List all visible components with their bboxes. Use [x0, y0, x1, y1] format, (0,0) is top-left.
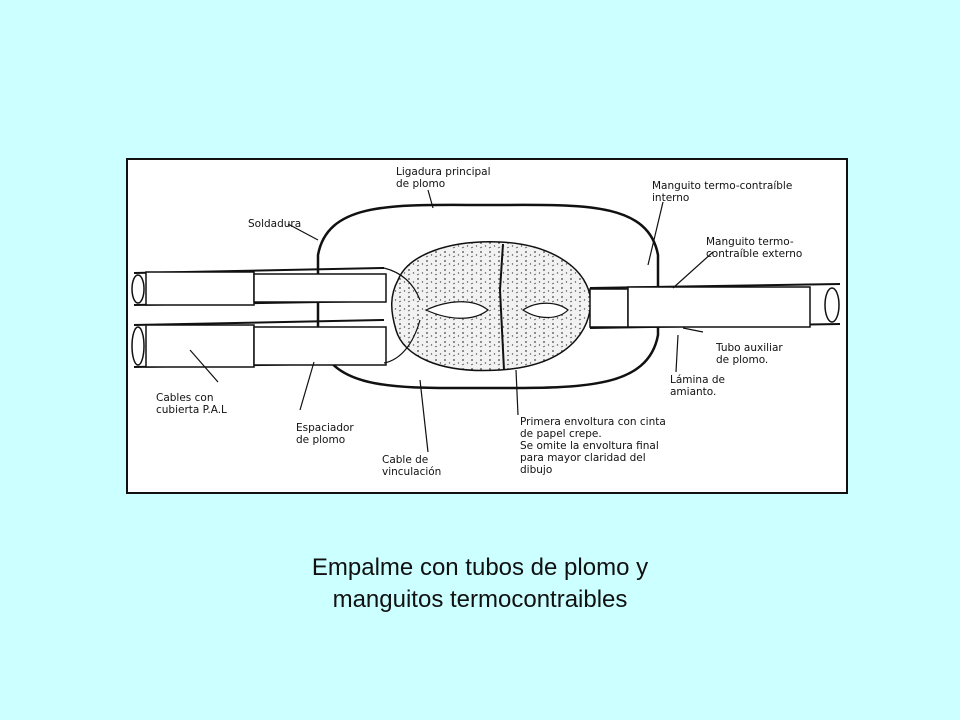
label-cables-pal: Cables con cubierta P.A.L [156, 392, 227, 416]
label-manguito-externo: Manguito termo- contraíble externo [706, 236, 803, 260]
leader-lines [189, 189, 714, 453]
label-tubo-auxiliar: Tubo auxiliar de plomo. [716, 342, 783, 366]
label-cable-vinculacion: Cable de vinculación [382, 454, 442, 478]
label-manguito-interno: Manguito termo-contraíble interno [652, 180, 793, 204]
slide-caption: Empalme con tubos de plomo y manguitos t… [180, 552, 780, 616]
label-ligadura-principal: Ligadura principal de plomo [396, 166, 491, 190]
splice-drawing [131, 189, 841, 453]
label-primera-envoltura: Primera envoltura con cinta de papel cre… [520, 416, 666, 476]
lead-sleeve-outline [316, 203, 660, 390]
left-cables [131, 267, 421, 368]
label-soldadura: Soldadura [248, 218, 302, 230]
label-espaciador: Espaciador de plomo [296, 422, 354, 446]
caption-line-1: Empalme con tubos de plomo y [311, 554, 649, 581]
splice-diagram: Ligadura principal de plomo Soldadura Ma… [126, 158, 848, 494]
caption-line-2: manguitos termocontraibles [332, 586, 628, 613]
label-lamina-amianto: Lámina de amianto. [670, 374, 725, 398]
paper-wrapping [391, 241, 592, 372]
right-cable [589, 283, 841, 329]
